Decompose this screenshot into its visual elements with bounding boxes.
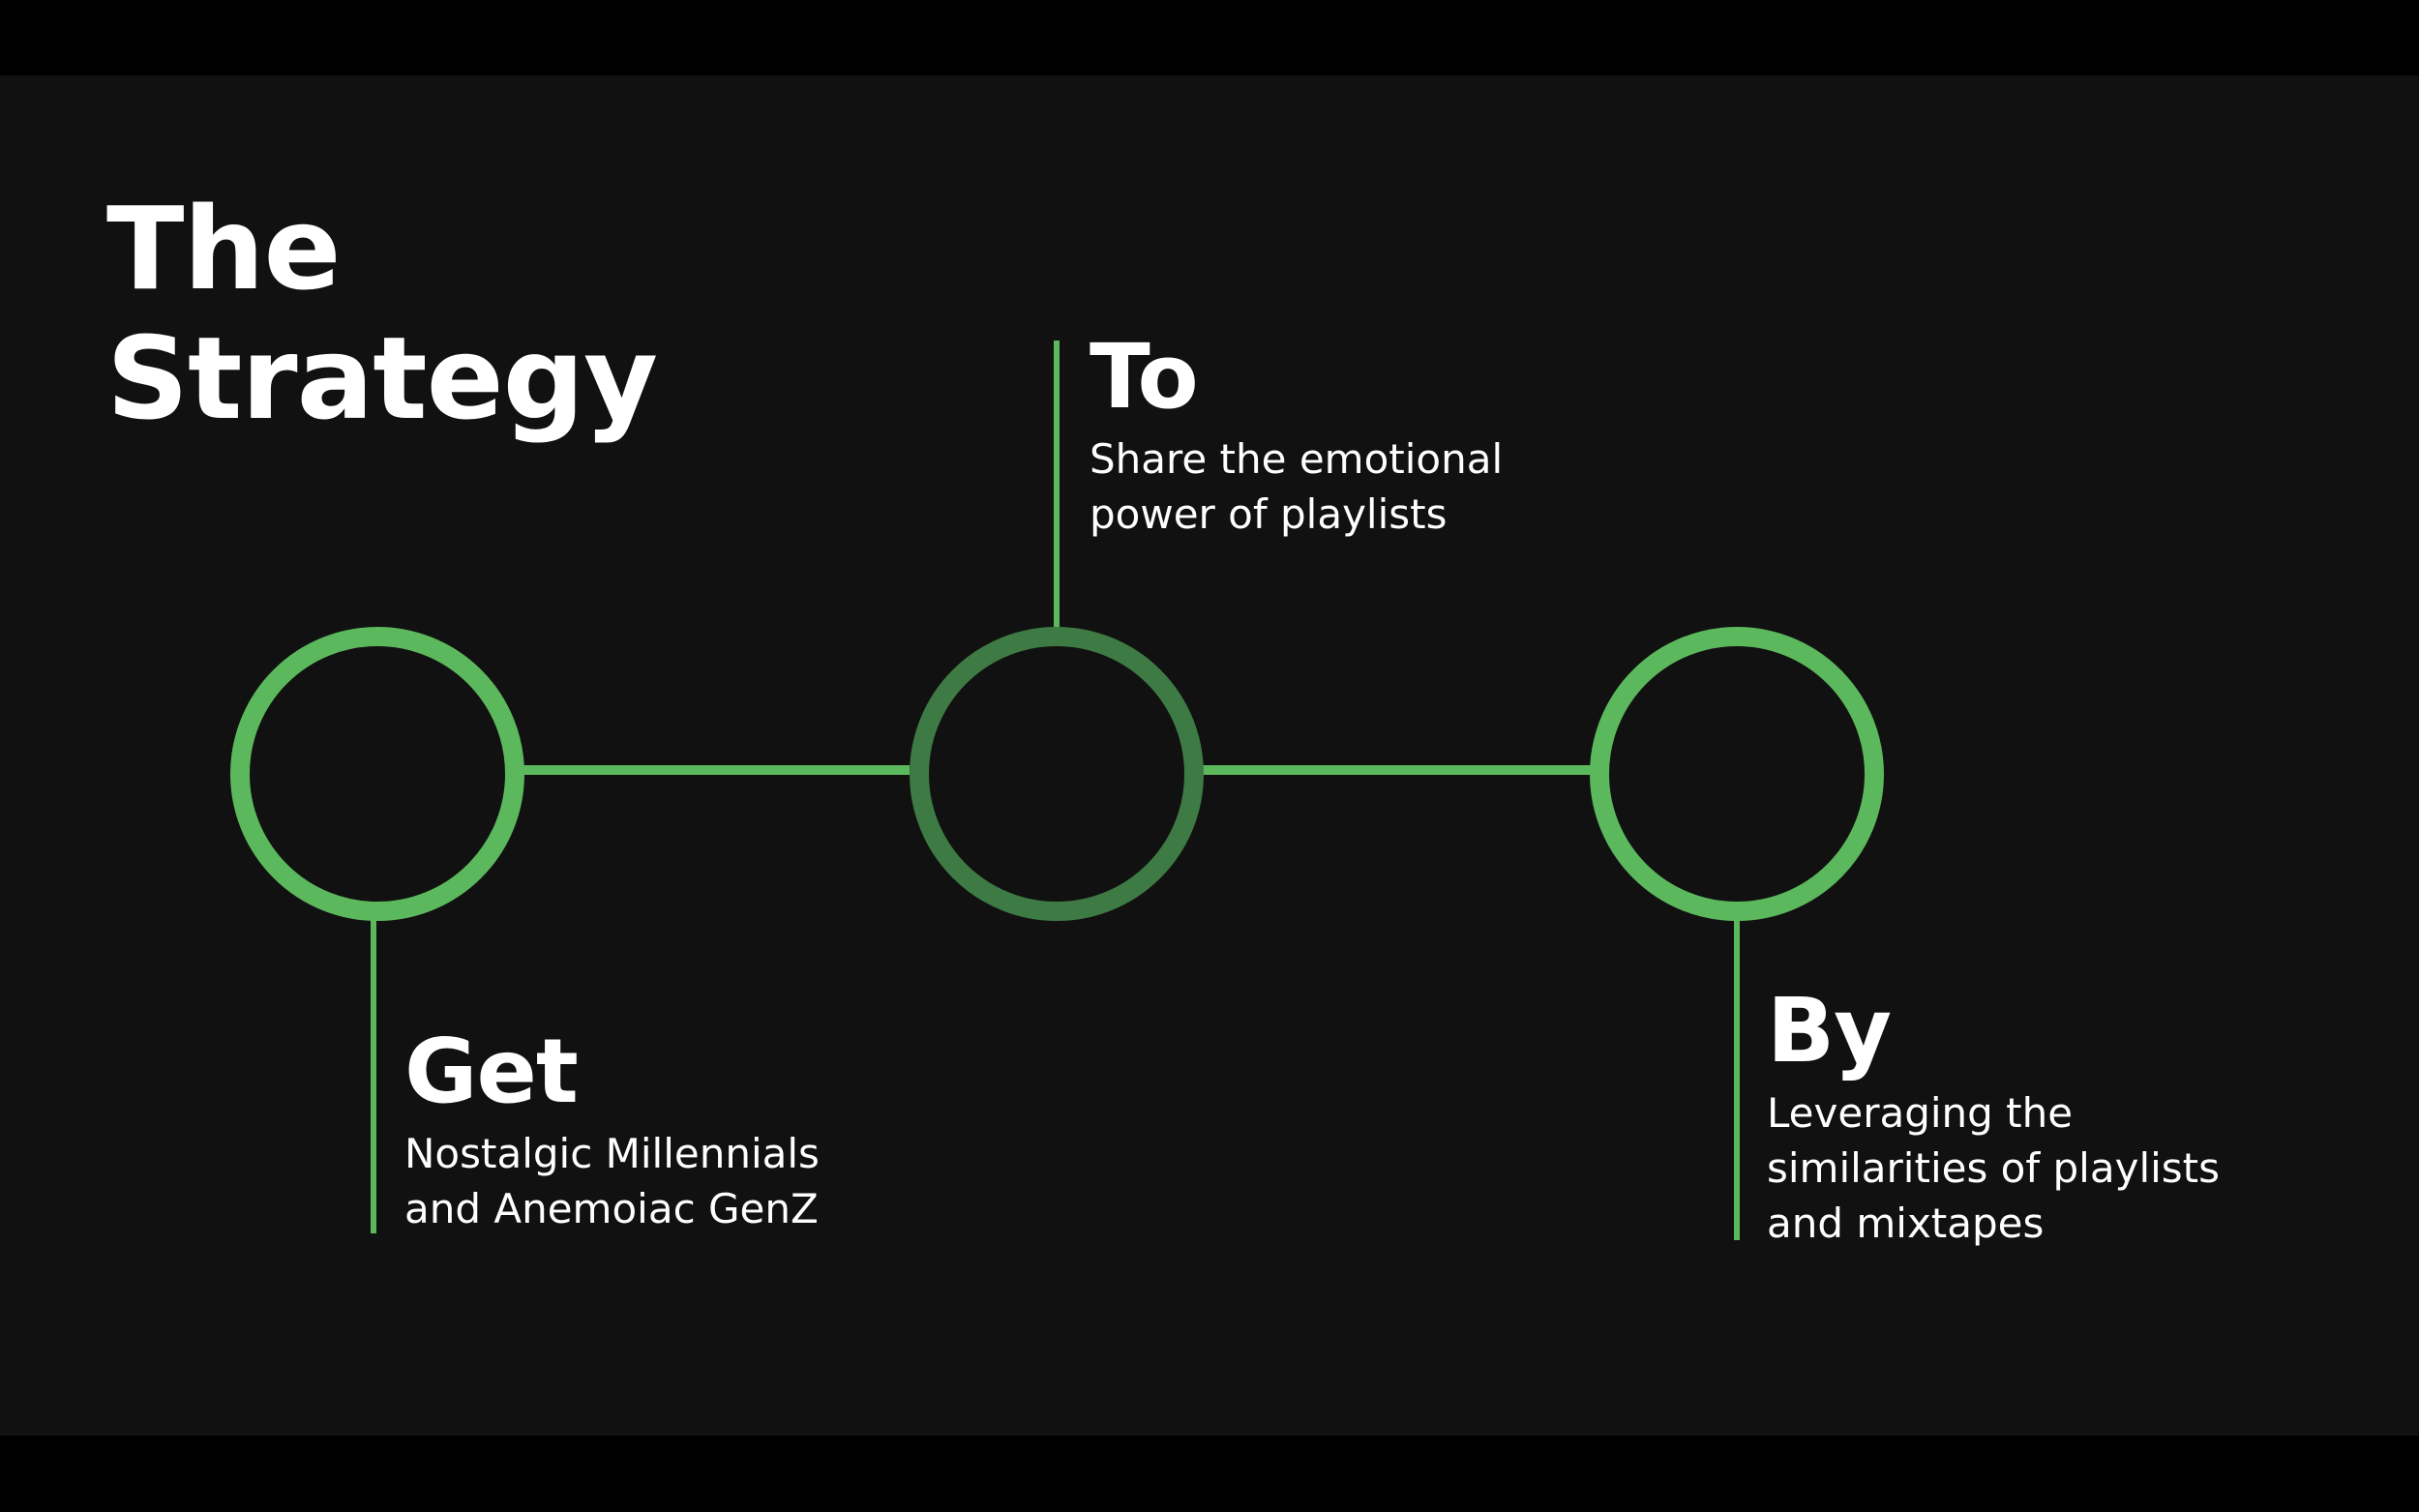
letterbox-top <box>0 0 2419 75</box>
step-circle-get <box>230 627 524 921</box>
step-description-get: Nostalgic Millennials and Anemoiac GenZ <box>404 1130 820 1232</box>
step-heading-to: To <box>1090 325 1199 429</box>
step-label-by: By Leveraging the similarities of playli… <box>1767 983 2386 1251</box>
step-label-get: Get Nostalgic Millennials and Anemoiac G… <box>404 1023 946 1236</box>
step-heading-by: By <box>1767 979 1892 1082</box>
step-label-to: To Share the emotional power of playlist… <box>1090 329 1631 542</box>
slide-title: The Strategy <box>106 182 658 445</box>
step-description-by: Leveraging the similarities of playlists… <box>1767 1089 2221 1247</box>
step-circle-by <box>1590 627 1884 921</box>
step-circle-to <box>910 627 1204 921</box>
step-description-to: Share the emotional power of playlists <box>1090 435 1504 538</box>
title-line-2: Strategy <box>106 311 658 445</box>
step-heading-get: Get <box>404 1020 579 1123</box>
title-line-1: The <box>106 182 342 315</box>
letterbox-bottom <box>0 1436 2419 1512</box>
